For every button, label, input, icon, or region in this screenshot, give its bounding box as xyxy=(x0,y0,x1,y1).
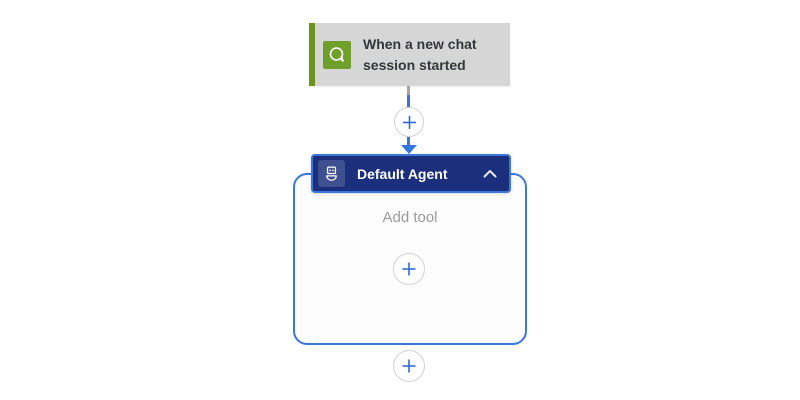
add-tool-button[interactable] xyxy=(393,253,425,285)
chevron-up-icon xyxy=(483,170,497,178)
trigger-card[interactable]: When a new chat session started xyxy=(309,23,510,86)
trigger-title: When a new chat session started xyxy=(363,35,477,73)
plus-icon xyxy=(402,262,416,276)
insert-step-after-agent-button[interactable] xyxy=(393,350,425,382)
agent-title: Default Agent xyxy=(357,165,448,182)
agent-header-card[interactable]: Default Agent xyxy=(311,154,511,193)
add-tool-label: Add tool xyxy=(382,209,438,226)
connector-arrowhead-icon xyxy=(401,145,417,154)
plus-icon xyxy=(402,359,416,373)
chat-bubble-icon xyxy=(323,40,351,69)
bot-icon xyxy=(318,160,345,187)
collapse-agent-button[interactable] xyxy=(481,165,499,183)
plus-icon xyxy=(402,115,416,129)
insert-step-button[interactable] xyxy=(394,107,424,137)
trigger-connector-stub xyxy=(407,86,410,96)
